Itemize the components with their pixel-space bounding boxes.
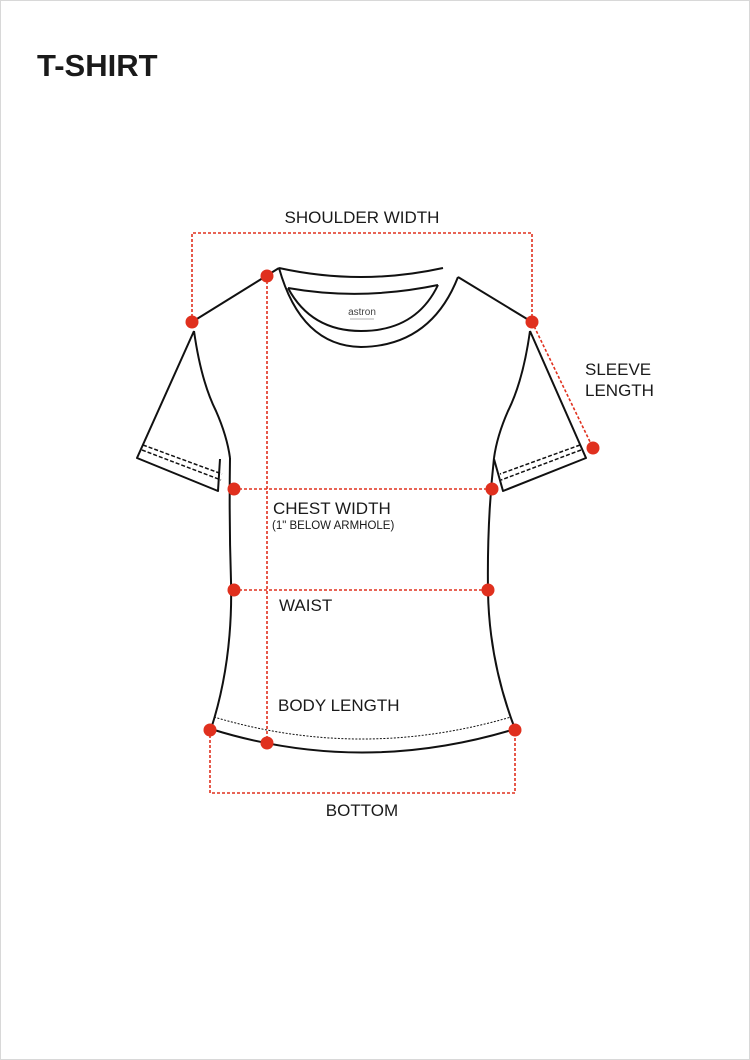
page-title: T-SHIRT	[37, 48, 158, 83]
measurement-lines	[191, 232, 594, 794]
sleeve-length-label-2: LENGTH	[585, 381, 654, 400]
bottom-line	[209, 730, 516, 794]
chest-width-label: CHEST WIDTH	[273, 499, 391, 518]
body-length-label: BODY LENGTH	[278, 696, 400, 715]
measurement-points	[185, 269, 600, 750]
svg-text:astron: astron	[348, 307, 376, 318]
sleeve-length-label-1: SLEEVE	[585, 360, 651, 379]
waist-label: WAIST	[279, 596, 332, 615]
brand-logo: astron	[348, 307, 376, 320]
tshirt-outline	[136, 267, 587, 754]
shoulder-width-label: SHOULDER WIDTH	[285, 208, 440, 227]
bottom-label: BOTTOM	[326, 801, 398, 820]
sleeve-length-line	[531, 321, 594, 449]
chest-width-note: (1" BELOW ARMHOLE)	[272, 520, 394, 532]
